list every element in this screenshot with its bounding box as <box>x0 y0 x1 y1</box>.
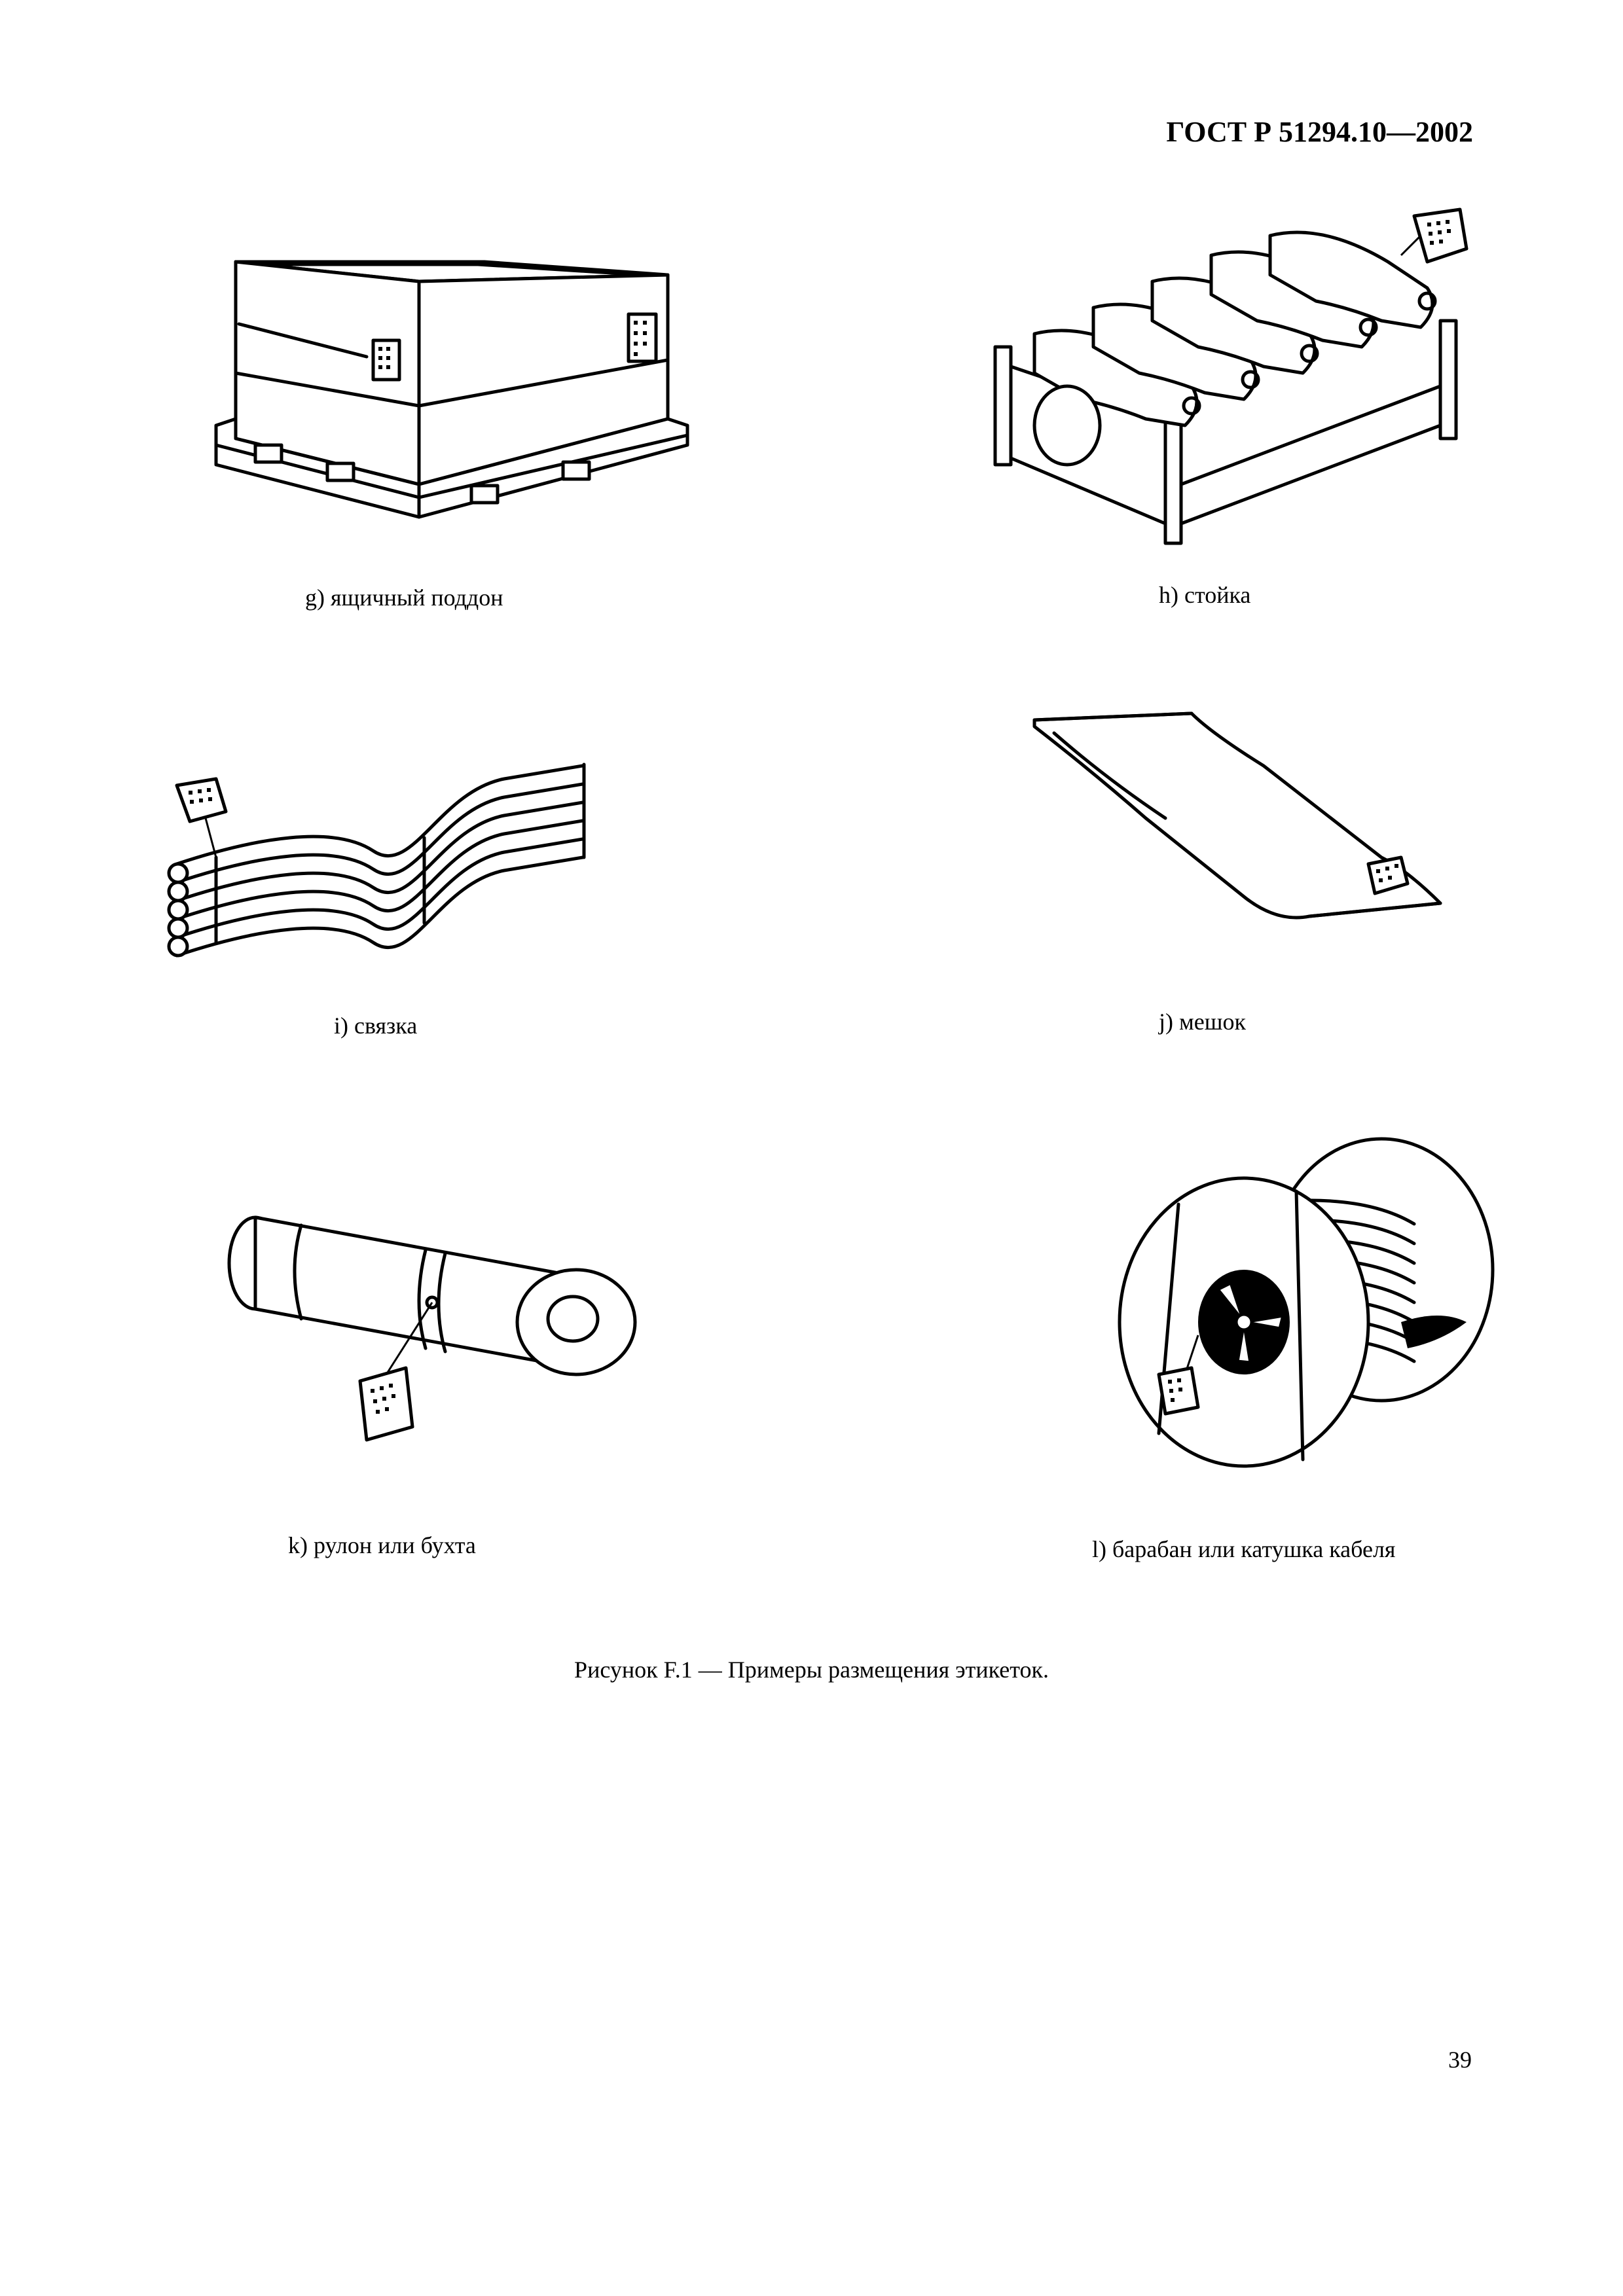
illustration-rack <box>982 207 1506 550</box>
illustration-box-pallet <box>210 249 707 537</box>
caption-h: h) стойка <box>1159 582 1251 608</box>
illustration-bag <box>1015 707 1486 956</box>
page-number: 39 <box>1448 2047 1472 2073</box>
caption-g: g) ящичный поддон <box>305 584 503 611</box>
illustration-cable-drum <box>1100 1126 1519 1492</box>
caption-k: k) рулон или бухта <box>288 1532 476 1558</box>
caption-j: j) мешок <box>1159 1009 1246 1035</box>
illustration-bundle <box>164 733 635 982</box>
caption-i: i) связка <box>334 1013 418 1039</box>
figure-caption: Рисунок F.1 — Примеры размещения этикето… <box>574 1657 1049 1683</box>
document-standard-number: ГОСТ Р 51294.10—2002 <box>1166 116 1473 148</box>
illustration-roll <box>216 1204 637 1479</box>
caption-l: l) барабан или катушка кабеля <box>1092 1536 1396 1562</box>
